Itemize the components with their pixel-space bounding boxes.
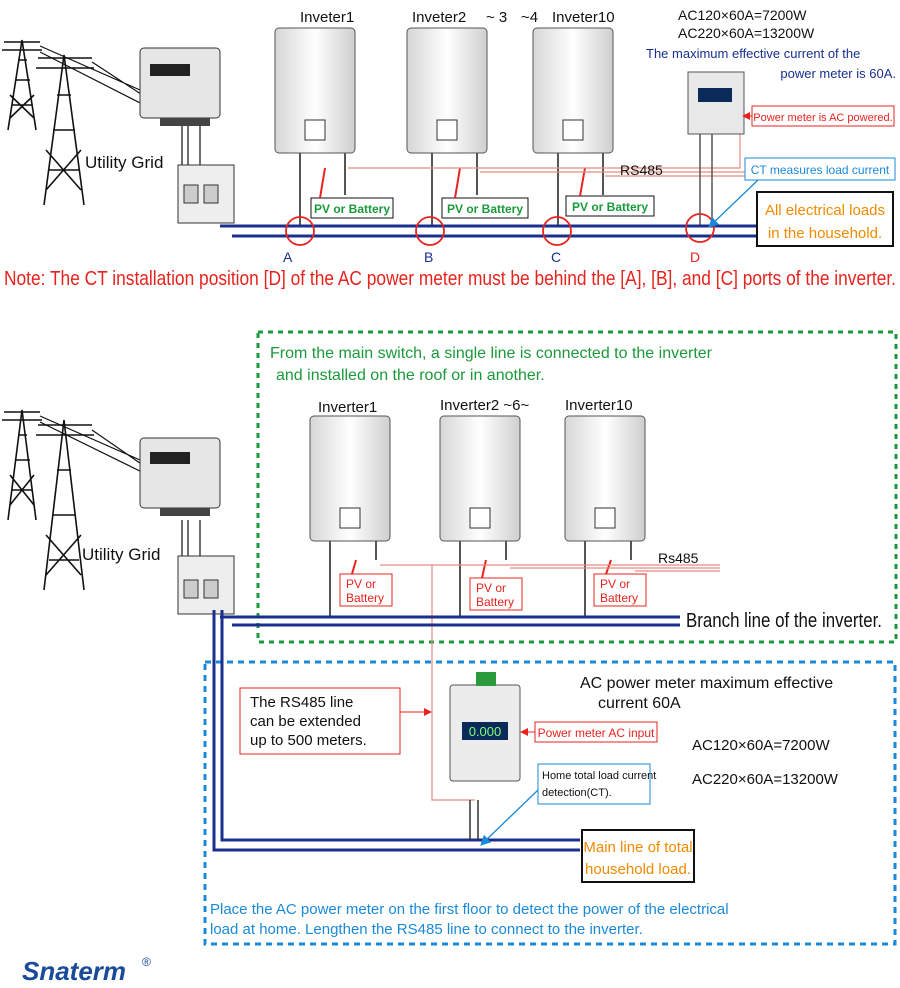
top-pv-battery-2: PV or Battery	[441, 197, 529, 219]
rs485-extension-callout: The RS485 line can be extended up to 500…	[239, 687, 432, 755]
port-b-label: B	[424, 249, 433, 265]
top-power-120: AC120×60A=7200W	[678, 7, 807, 23]
snaterm-logo: Snaterm ®	[22, 955, 151, 986]
bottom-inverter-2	[439, 415, 521, 618]
top-pv-battery-3: PV or Battery	[565, 195, 655, 217]
top-inverter-10-label: Inveter10	[552, 9, 615, 26]
branch-line-label: Branch line of the inverter.	[686, 610, 882, 632]
port-c-label: C	[551, 249, 561, 265]
top-meter-ac-powered-callout: Power meter is AC powered.	[742, 105, 895, 127]
bottom-towers	[2, 409, 94, 591]
meter-ac-input-callout: Power meter AC input	[520, 721, 658, 743]
svg-text:PV or Battery: PV or Battery	[314, 202, 390, 216]
svg-text:Power meter is AC powered.: Power meter is AC powered.	[753, 112, 892, 124]
green-box-text-2: and installed on the roof or in another.	[276, 367, 545, 384]
port-d-label: D	[690, 249, 700, 265]
place-meter-text-1: Place the AC power meter on the first fl…	[210, 901, 729, 918]
bottom-branch-bus	[220, 615, 680, 627]
bottom-pv-cables	[351, 559, 612, 579]
svg-text:All electrical loads: All electrical loads	[765, 202, 885, 219]
svg-text:in the household.: in the household.	[768, 225, 882, 242]
top-inverter-2	[406, 27, 488, 225]
svg-text:Home total load current: Home total load current	[542, 770, 656, 782]
bottom-ac-power-meter: 0.000	[449, 672, 521, 782]
svg-text:Snaterm: Snaterm	[22, 956, 126, 986]
top-inverter-3-label: ~ 3	[486, 9, 507, 26]
svg-text:PV or: PV or	[476, 581, 506, 595]
svg-text:PV or: PV or	[600, 577, 630, 591]
bottom-inverter-1	[309, 415, 391, 618]
svg-text:can be extended: can be extended	[250, 713, 361, 730]
bottom-rs485-lines	[380, 564, 720, 801]
svg-text:Battery: Battery	[600, 591, 638, 605]
place-meter-text-2: load at home. Lengthen the RS485 line to…	[210, 921, 643, 938]
svg-text:PV or Battery: PV or Battery	[447, 202, 523, 216]
top-inverter-10	[532, 27, 614, 225]
bottom-power-220: AC220×60A=13200W	[692, 771, 839, 788]
top-port-circles	[285, 213, 715, 246]
top-utility-grid-label: Utility Grid	[85, 153, 163, 172]
green-dashed-box	[256, 330, 898, 644]
bottom-breaker	[177, 555, 235, 615]
bottom-inverter-1-label: Inverter1	[318, 399, 377, 416]
svg-text:detection(CT).: detection(CT).	[542, 787, 612, 799]
bottom-inverter-10	[564, 415, 646, 618]
top-pv-battery-1: PV or Battery	[310, 197, 394, 219]
bottom-inverter-10-label: Inverter10	[565, 397, 633, 414]
bottom-pv-battery-2: PV or Battery	[469, 577, 523, 611]
home-ct-callout: Home total load current detection(CT).	[480, 763, 656, 846]
meter-max-text-1: AC power meter maximum effective	[580, 675, 833, 692]
bottom-pv-battery-1: PV or Battery	[339, 573, 393, 607]
green-box-text-1: From the main switch, a single line is c…	[270, 345, 713, 362]
top-breaker	[177, 164, 235, 224]
top-inverter-1-label: Inveter1	[300, 9, 354, 26]
svg-text:Main line of total: Main line of total	[583, 839, 692, 856]
top-rs485-label: RS485	[620, 162, 663, 178]
svg-text:household load.: household load.	[585, 861, 691, 878]
svg-text:The RS485 line: The RS485 line	[250, 694, 353, 711]
main-line-callout: Main line of total household load.	[581, 829, 695, 883]
top-inverter-4-label: ~4	[521, 9, 538, 26]
svg-text:PV or: PV or	[346, 577, 376, 591]
svg-text:®: ®	[142, 955, 151, 969]
top-inverter-1	[274, 27, 356, 225]
bottom-energy-meter	[139, 437, 221, 516]
top-towers	[2, 39, 94, 206]
port-a-label: A	[283, 249, 293, 265]
meter-display: 0.000	[469, 724, 502, 739]
ct-position-note: Note: The CT installation position [D] o…	[4, 268, 896, 290]
bottom-rs485-label: Rs485	[658, 550, 699, 566]
svg-text:Battery: Battery	[346, 591, 384, 605]
meter-max-text-2: current 60A	[598, 695, 681, 712]
bottom-pv-battery-3: PV or Battery	[593, 573, 647, 607]
top-max-current-2: power meter is 60A.	[780, 66, 896, 81]
top-inverter-2-label: Inveter2	[412, 9, 466, 26]
top-ac-power-meter	[687, 71, 745, 225]
blue-dashed-box	[203, 660, 897, 946]
svg-text:Battery: Battery	[476, 595, 514, 609]
svg-text:up to 500 meters.: up to 500 meters.	[250, 732, 367, 749]
bottom-utility-grid-label: Utility Grid	[82, 545, 160, 564]
svg-text:PV or Battery: PV or Battery	[572, 200, 648, 214]
top-pv-cables	[319, 167, 586, 199]
top-power-220: AC220×60A=13200W	[678, 25, 815, 41]
bottom-power-120: AC120×60A=7200W	[692, 737, 830, 754]
top-main-bus	[220, 224, 756, 238]
top-energy-meter	[139, 47, 221, 126]
svg-text:CT measures load current: CT measures load current	[751, 163, 890, 177]
svg-text:Power meter AC input: Power meter AC input	[538, 726, 655, 740]
top-max-current-1: The maximum effective current of the	[646, 46, 860, 61]
bottom-main-bus	[212, 610, 580, 852]
bottom-inverter-2-label: Inverter2 ~6~	[440, 397, 529, 414]
top-loads-box: All electrical loads in the household.	[756, 191, 894, 247]
top-ct-callout: CT measures load current	[708, 157, 896, 228]
